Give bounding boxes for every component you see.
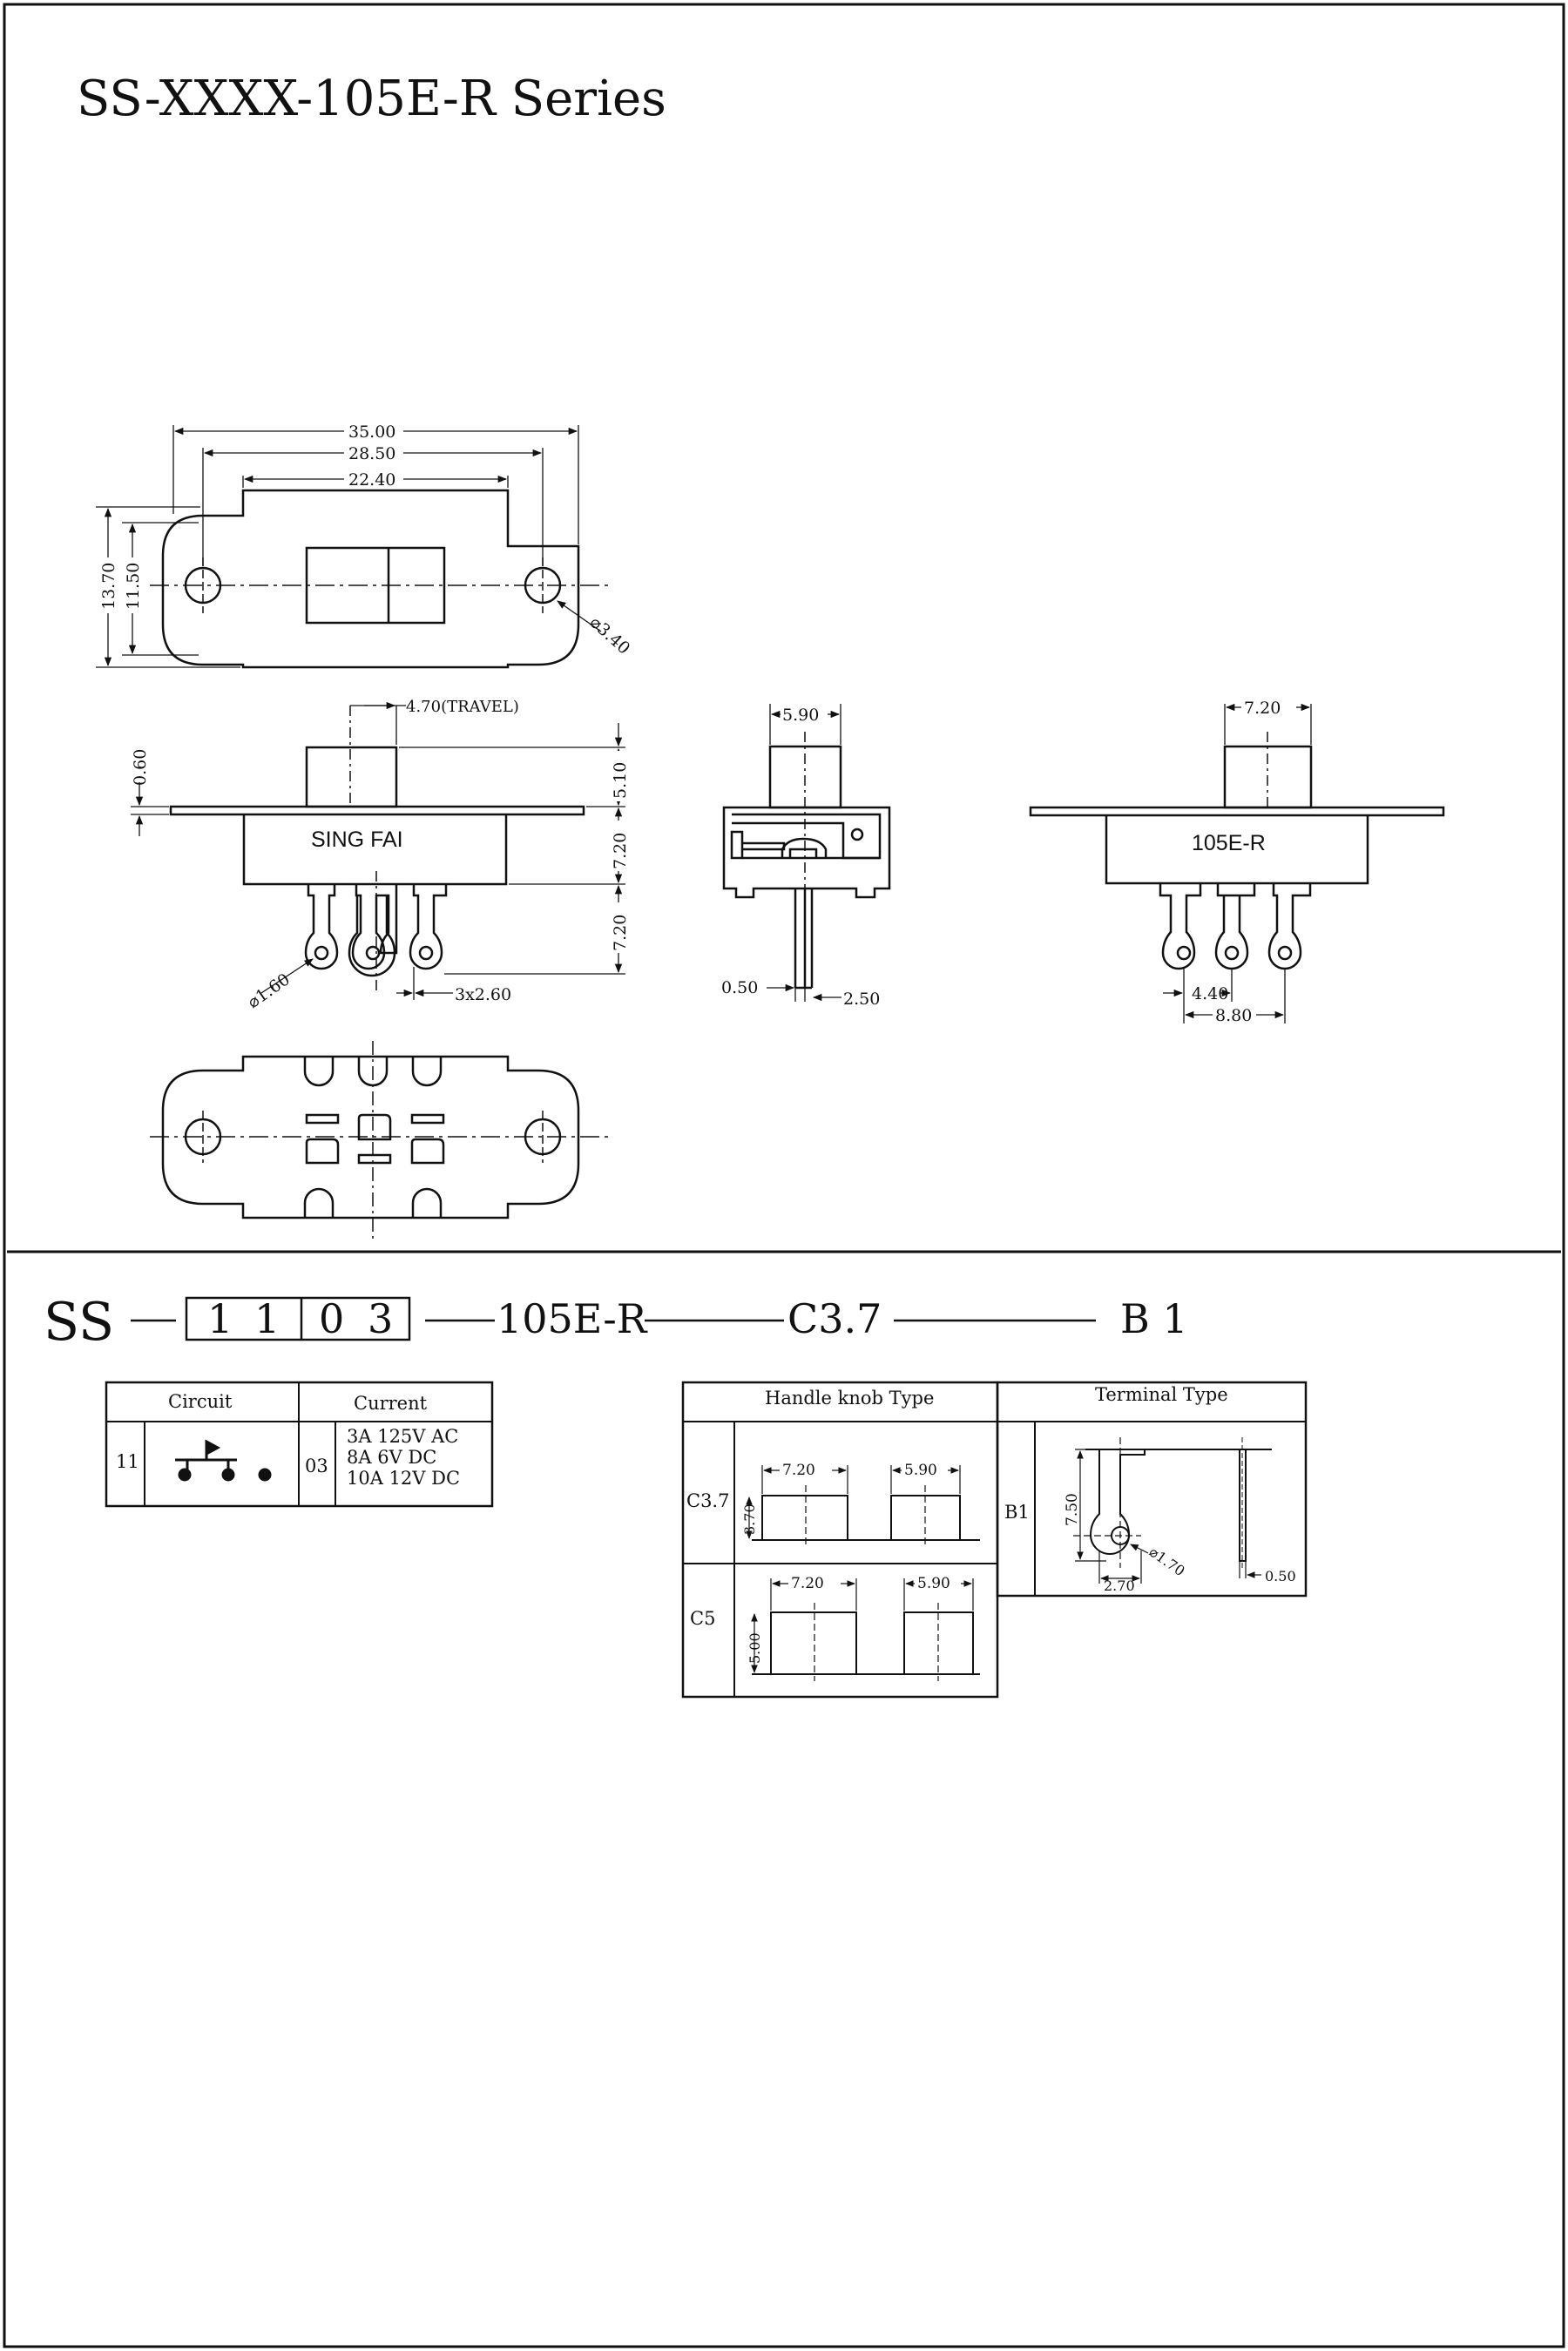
part-digit-3: 0	[319, 1295, 344, 1342]
c37-dim-h: 3.70	[741, 1503, 758, 1535]
front-view	[131, 701, 625, 1000]
side-dim-knob: 5.90	[782, 706, 819, 725]
bottom-view	[150, 1041, 608, 1241]
terminal-table-header: Terminal Type	[1095, 1384, 1228, 1405]
rear-dim-pitch: 4.40	[1192, 984, 1228, 1003]
rear-dim-knob: 7.20	[1244, 699, 1281, 718]
current-code: 03	[305, 1456, 328, 1476]
dim-terminal-pitch: 3x2.60	[455, 985, 511, 1004]
side-dim-pin-thickness: 0.50	[721, 978, 758, 997]
part-digit-1: 1	[207, 1295, 233, 1342]
part-terminal-code: B 1	[1120, 1295, 1188, 1342]
knob-code-c5: C5	[690, 1608, 715, 1629]
dim-inner-height: 11.50	[124, 563, 143, 610]
rating-1: 3A 125V AC	[347, 1426, 458, 1447]
part-prefix: SS	[44, 1292, 114, 1353]
knob-table-header: Handle knob Type	[765, 1388, 934, 1409]
c37-dim-b: 5.90	[904, 1462, 937, 1479]
c5-dim-h: 5.00	[747, 1632, 763, 1664]
part-digit-4: 3	[368, 1295, 393, 1342]
handle-knob-table: Handle knob Type C3.7 C5	[681, 1381, 999, 1699]
terminal-code: B1	[1004, 1502, 1030, 1523]
side-view	[722, 704, 891, 1002]
terminal-dim-length: 7.50	[1064, 1493, 1081, 1526]
dim-hole-diameter: ⌀3.40	[586, 612, 634, 658]
circuit-current-table: Circuit Current 11 03 3A 125V AC 8A 6V D…	[105, 1381, 494, 1508]
dim-outer-height: 13.70	[99, 563, 118, 610]
c5-dim-b: 5.90	[917, 1575, 950, 1592]
sheet-border	[3, 3, 1565, 2348]
page-title: SS-XXXX-105E-R Series	[77, 71, 666, 127]
dim-knob-height: 5.10	[611, 762, 630, 799]
header-current: Current	[354, 1393, 428, 1414]
dim-body-height: 7.20	[611, 833, 630, 869]
dim-overall-length: 35.00	[348, 422, 395, 442]
dim-plate-thickness: 0.60	[131, 749, 150, 786]
dim-travel: 4.70(TRAVEL)	[406, 698, 519, 716]
part-number-code: SS 1 1 0 3 105E-R C3.7 B 1	[44, 1292, 1188, 1353]
c5-dim-a: 7.20	[791, 1575, 824, 1592]
part-model: 105E-R	[497, 1295, 648, 1342]
part-digit-2: 1	[254, 1295, 280, 1342]
dim-pin-hole: ⌀1.60	[244, 969, 294, 1012]
model-marking: 105E-R	[1192, 831, 1266, 855]
dim-hole-spacing: 28.50	[348, 444, 395, 463]
part-knob-code: C3.7	[787, 1295, 882, 1342]
rear-dim-span: 8.80	[1215, 1006, 1252, 1025]
side-dim-pin-width: 2.50	[843, 990, 880, 1009]
terminal-dim-thickness: 0.50	[1265, 1568, 1296, 1584]
terminal-type-table: Terminal Type B1 7.50 ⌀1.70 2.70 0.50	[996, 1381, 1308, 1598]
rating-2: 8A 6V DC	[347, 1447, 436, 1468]
c37-dim-a: 7.20	[782, 1462, 815, 1479]
dim-body-length: 22.40	[348, 470, 395, 490]
rear-view	[1029, 703, 1445, 1023]
terminal-dim-width: 2.70	[1104, 1577, 1135, 1594]
switch-symbol-icon	[175, 1439, 272, 1482]
knob-code-c37: C3.7	[686, 1490, 729, 1511]
terminal-dim-hole: ⌀1.70	[1146, 1544, 1188, 1580]
circuit-code: 11	[116, 1451, 139, 1472]
header-circuit: Circuit	[168, 1391, 233, 1412]
dim-terminal-height: 7.20	[611, 915, 630, 951]
brand-marking: SING FAI	[311, 828, 403, 852]
rating-3: 10A 12V DC	[347, 1468, 460, 1489]
